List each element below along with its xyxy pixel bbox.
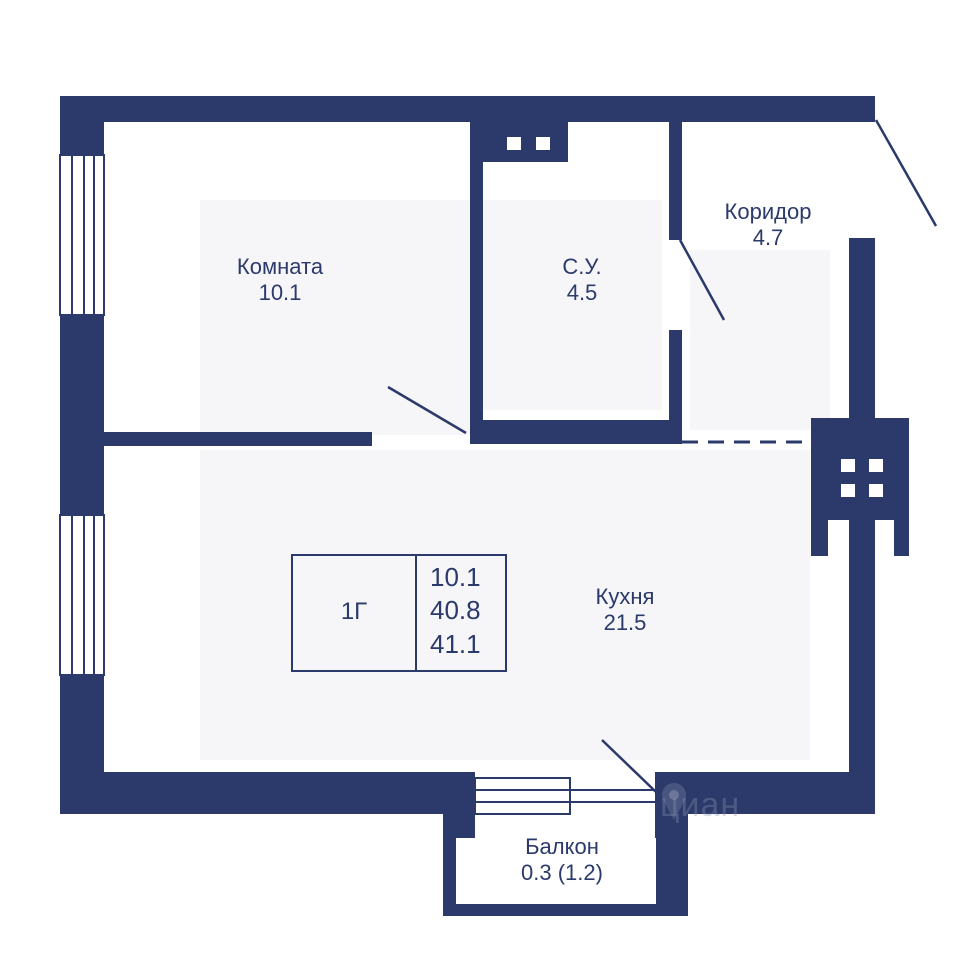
kitchen-label: Кухня 21.5 xyxy=(565,584,685,637)
area-total-with-balcony: 41.1 xyxy=(430,628,481,659)
balcony-name: Балкон xyxy=(525,834,599,859)
corridor-label: Коридор 4.7 xyxy=(698,199,838,252)
bathroom-label: С.У. 4.5 xyxy=(522,254,642,307)
apartment-info-box xyxy=(291,554,507,672)
door-swings xyxy=(387,119,938,793)
corridor-name: Коридор xyxy=(724,199,812,224)
window-kitchen xyxy=(59,514,105,676)
area-total: 40.8 xyxy=(430,595,481,626)
watermark: циан xyxy=(660,786,741,824)
room-area: 10.1 xyxy=(258,280,302,306)
door-bathroom xyxy=(678,239,726,321)
corridor-area: 4.7 xyxy=(752,225,784,251)
apartment-type: 1Г xyxy=(340,598,368,625)
location-pin-icon xyxy=(662,783,686,820)
bathroom-name: С.У. xyxy=(562,254,602,279)
balcony-label: Балкон 0.3 (1.2) xyxy=(482,834,642,887)
room-label: Комната 10.1 xyxy=(200,254,360,307)
apartment-areas: 10.1 40.8 41.1 xyxy=(418,561,506,661)
floor-areas xyxy=(200,200,830,760)
bathroom-vent-icon xyxy=(507,137,550,150)
bathroom-area: 4.5 xyxy=(566,280,598,306)
door-entrance xyxy=(874,119,938,227)
balcony-floor xyxy=(456,838,656,904)
door-room xyxy=(387,385,467,435)
balcony-door xyxy=(474,777,655,815)
balcony-area: 0.3 (1.2) xyxy=(521,860,603,886)
kitchen-name: Кухня xyxy=(595,584,655,609)
room-name: Комната xyxy=(236,254,324,279)
window-room xyxy=(59,154,105,316)
area-living: 10.1 xyxy=(430,562,481,592)
kitchen-area: 21.5 xyxy=(603,610,647,636)
door-balcony xyxy=(601,739,657,793)
